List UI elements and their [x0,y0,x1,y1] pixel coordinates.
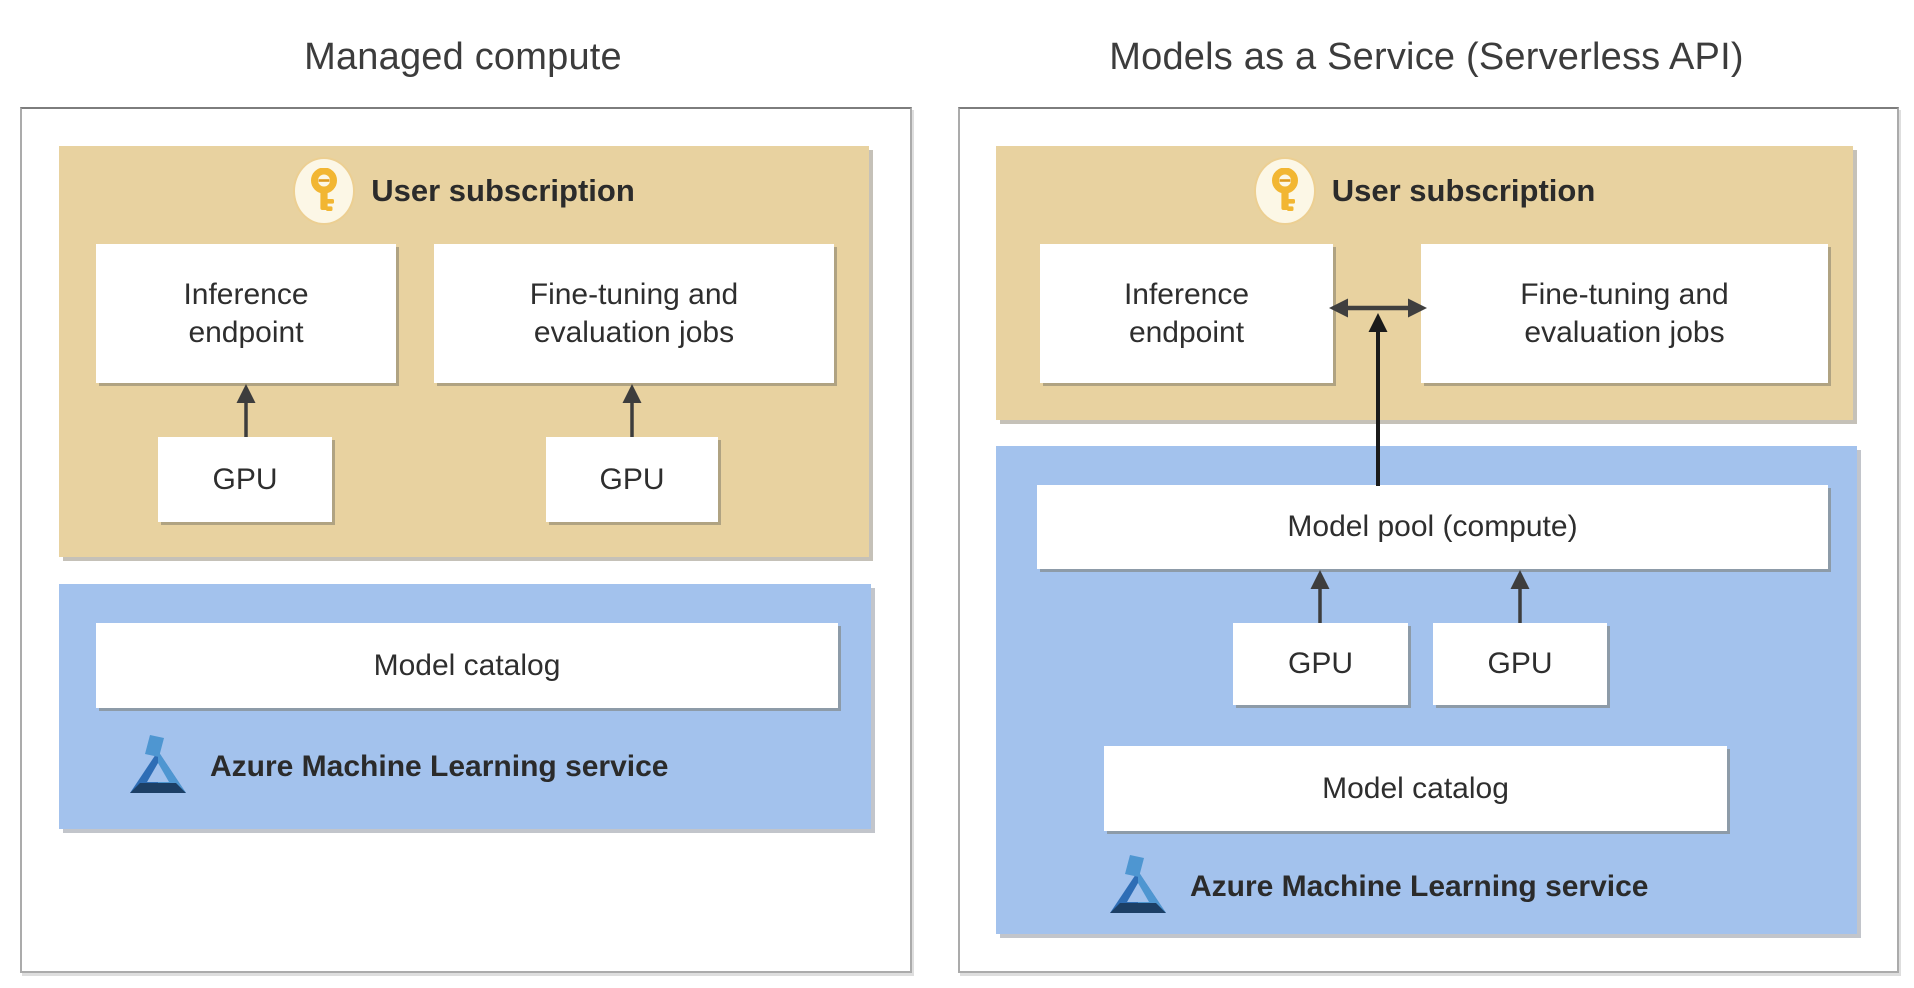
right-user-subscription-header: User subscription [996,156,1853,226]
left-inference-endpoint-box: Inference endpoint [96,244,396,383]
left-model-catalog-box: Model catalog [96,623,838,708]
left-user-subscription-label: User subscription [371,173,635,208]
left-aml-service-label: Azure Machine Learning service [210,750,669,783]
left-user-subscription-header: User subscription [59,156,869,226]
right-user-subscription-label: User subscription [1331,173,1596,208]
left-aml-service-row: Azure Machine Learning service [128,731,669,803]
left-gpu-box-2: GPU [546,437,718,522]
right-gpu-box-1: GPU [1233,623,1408,705]
right-gpu-box-2: GPU [1433,623,1607,705]
right-finetuning-box: Fine-tuning and evaluation jobs [1421,244,1828,383]
left-finetuning-box: Fine-tuning and evaluation jobs [434,244,834,383]
right-inference-endpoint-box: Inference endpoint [1040,244,1333,383]
azure-ml-flask-icon [128,734,192,800]
left-gpu-box-1: GPU [158,437,332,522]
right-aml-service-label: Azure Machine Learning service [1190,870,1649,903]
model-pool-box: Model pool (compute) [1037,485,1828,569]
key-icon [1253,157,1316,225]
left-column-title: Managed compute [304,35,622,78]
key-icon [293,157,356,225]
azure-ml-flask-icon [1108,854,1172,920]
right-model-catalog-box: Model catalog [1104,746,1727,831]
right-aml-service-row: Azure Machine Learning service [1108,851,1649,923]
right-column-title: Models as a Service (Serverless API) [1109,35,1744,78]
